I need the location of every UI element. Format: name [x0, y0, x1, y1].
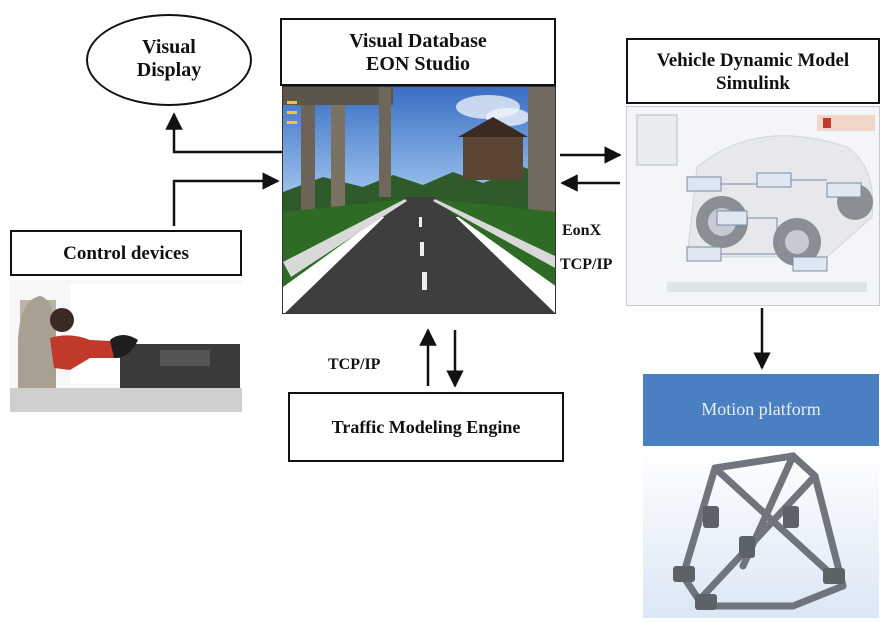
arrow-control-to-database	[172, 172, 280, 226]
motion-platform-image	[643, 446, 879, 618]
simulink-diagram-graphic	[627, 107, 879, 305]
driver-seat-photo	[10, 280, 242, 412]
vehicle-model-title: Vehicle Dynamic Model Simulink	[626, 38, 880, 104]
eonx-label: EonX	[562, 222, 602, 239]
simulink-model-image	[626, 106, 880, 306]
driver-cockpit-image	[10, 280, 242, 412]
hexapod-graphic	[673, 452, 847, 610]
arrow-database-to-display	[165, 112, 282, 154]
motion-platform-header: Motion platform	[643, 374, 879, 446]
motion-platform-title-text: Motion platform	[701, 399, 821, 419]
visual-display-label-line1: Visual	[142, 36, 196, 58]
traffic-engine-title: Traffic Modeling Engine	[288, 392, 564, 462]
visual-database-title-line2: EON Studio	[366, 53, 470, 75]
control-devices-title: Control devices	[10, 230, 242, 276]
road-scene-image	[283, 87, 555, 313]
vehicle-model-title-line2: Simulink	[716, 73, 790, 94]
visual-database-title-line1: Visual Database	[349, 30, 487, 52]
eon-studio-road-scene	[282, 86, 556, 314]
tcpip-bottom-label: TCP/IP	[328, 356, 381, 373]
traffic-engine-title-text: Traffic Modeling Engine	[331, 417, 521, 437]
control-devices-title-text: Control devices	[63, 243, 189, 264]
vehicle-model-title-line1: Vehicle Dynamic Model	[656, 50, 850, 71]
tcpip-right-label: TCP/IP	[560, 256, 613, 273]
visual-display-node: Visual Display	[86, 14, 252, 106]
visual-display-label-line2: Display	[136, 59, 202, 81]
visual-database-title: Visual Database EON Studio	[280, 18, 556, 86]
